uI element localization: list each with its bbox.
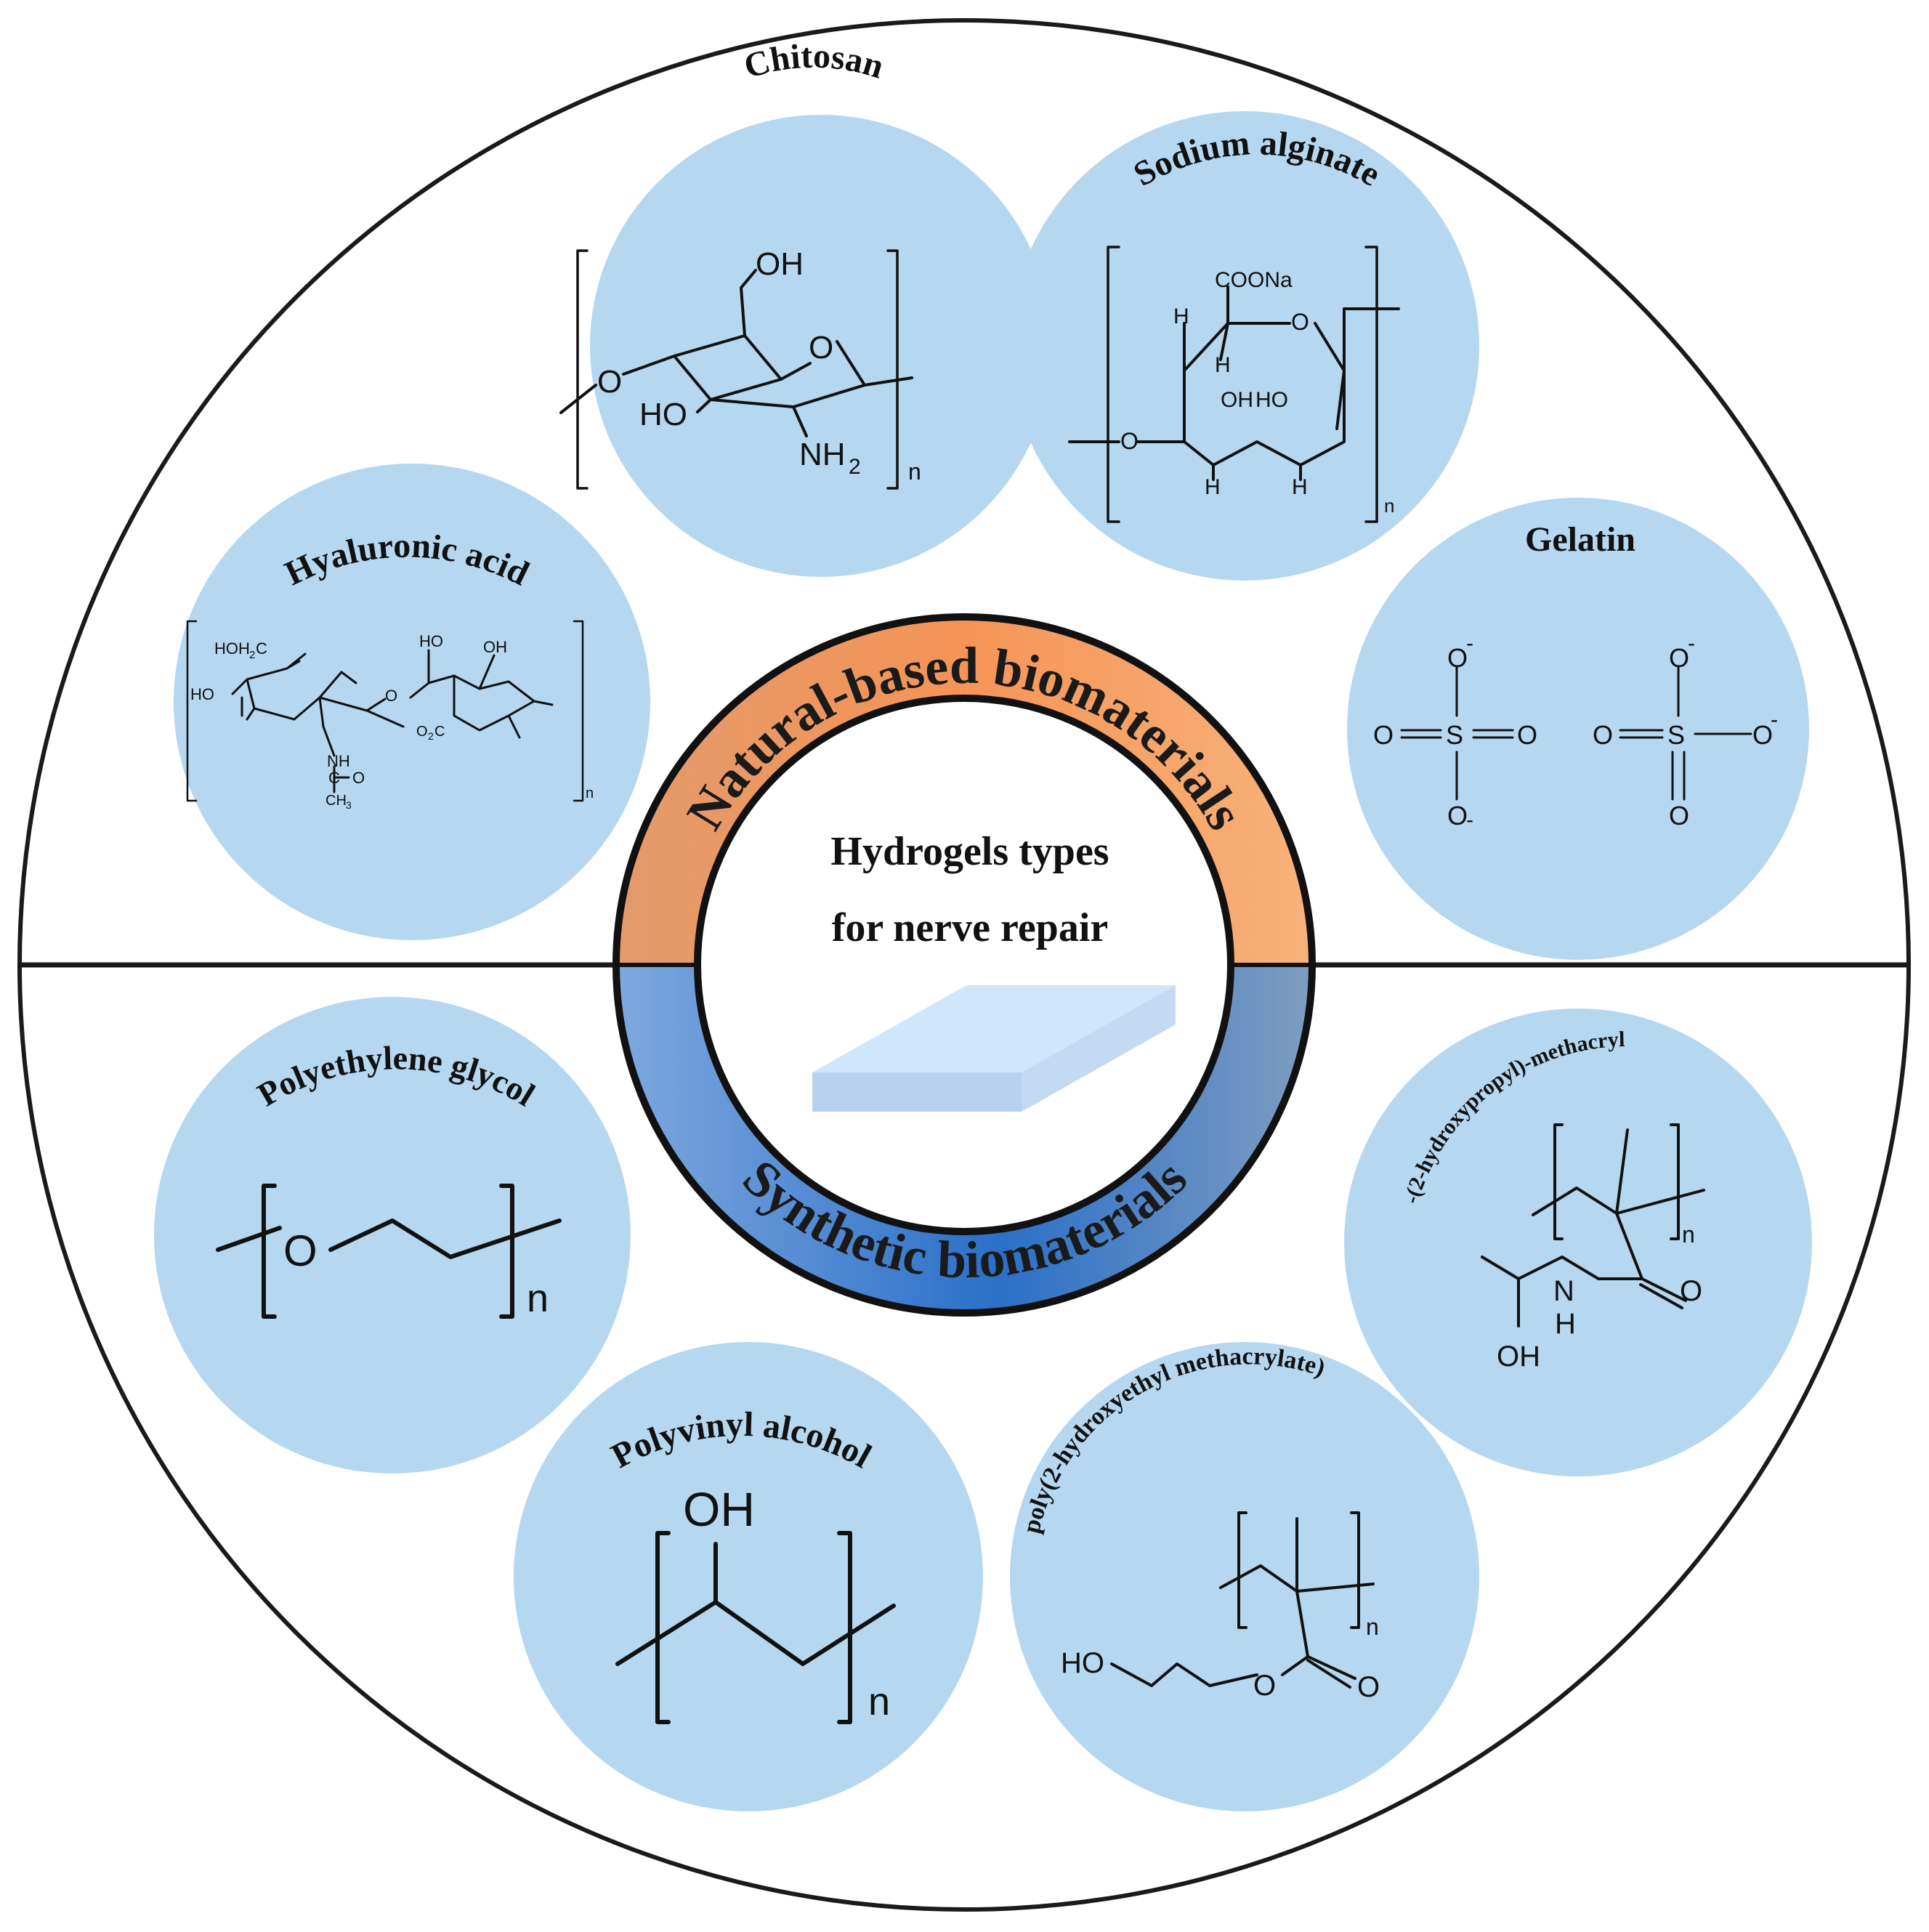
svg-text:H: H: [1555, 1308, 1576, 1340]
svg-text:OH: OH: [756, 246, 804, 282]
pva-structure: OH n: [615, 1482, 896, 1724]
peg-circle: [154, 997, 631, 1474]
hyaluronic-acid-structure: HOH 2 C HO HO OH O NH C O CH 3 O 2 C n: [186, 620, 594, 811]
chitosan-title: Chitosan: [740, 37, 888, 86]
svg-text:O: O: [809, 330, 833, 365]
svg-text:O: O: [1447, 643, 1468, 673]
svg-text:HOH: HOH: [214, 639, 250, 658]
svg-text:-: -: [1771, 708, 1778, 732]
phpma-structure: N H O OH n: [1481, 1123, 1705, 1373]
svg-text:HO: HO: [1255, 388, 1288, 412]
svg-text:O: O: [1752, 720, 1773, 750]
gelatin-structure: O S O O - O - O S O - O - O: [1373, 631, 1778, 832]
svg-text:O: O: [1291, 309, 1309, 335]
svg-text:-: -: [1466, 808, 1473, 832]
svg-text:CH: CH: [325, 793, 347, 809]
center-disc: [694, 695, 1234, 1235]
gelatin-circle: [1347, 498, 1809, 960]
hyaluronic-acid-circle: [174, 464, 650, 940]
svg-text:S: S: [1446, 720, 1463, 750]
svg-text:3: 3: [346, 799, 352, 811]
chitosan-circle: [590, 115, 1052, 577]
svg-text:n: n: [1366, 1614, 1379, 1640]
svg-text:n: n: [868, 1680, 890, 1723]
svg-text:O: O: [1120, 428, 1139, 454]
phema-structure: HO O O n: [1061, 1511, 1380, 1703]
center-title-line2: for nerve repair: [832, 905, 1108, 950]
svg-text:HO: HO: [1061, 1647, 1104, 1679]
svg-text:n: n: [527, 1277, 549, 1320]
svg-text:OH: OH: [683, 1482, 755, 1536]
svg-text:H: H: [1292, 475, 1308, 499]
svg-text:2: 2: [849, 455, 861, 479]
svg-text:NH: NH: [799, 437, 846, 472]
pva-circle: [514, 1342, 983, 1811]
svg-text:S: S: [1667, 720, 1685, 750]
phema-circle: [1010, 1342, 1479, 1811]
sodium-alginate-circle: [1010, 111, 1479, 581]
svg-text:O: O: [1373, 720, 1394, 750]
svg-text:N: N: [1553, 1275, 1574, 1307]
peg-structure: O n: [216, 1184, 562, 1320]
svg-text:OH: OH: [1497, 1341, 1540, 1373]
svg-text:C: C: [434, 724, 445, 740]
svg-text:OH: OH: [1221, 388, 1253, 412]
ring-bottom-band: [616, 965, 1312, 1313]
outer-circle: [17, 18, 1911, 1912]
svg-text:O: O: [283, 1226, 318, 1275]
svg-text:O: O: [416, 724, 428, 740]
svg-text:OH: OH: [483, 638, 507, 656]
svg-text:H: H: [1205, 475, 1221, 499]
ring-top-band: [616, 617, 1312, 965]
center-ring: [612, 613, 1316, 1317]
svg-text:O: O: [1669, 801, 1689, 830]
svg-text:n: n: [908, 458, 921, 485]
center-title-line1: Hydrogels types: [830, 829, 1109, 874]
svg-text:O: O: [385, 687, 397, 705]
svg-text:NH: NH: [327, 752, 350, 770]
svg-text:n: n: [1384, 495, 1394, 517]
svg-text:HO: HO: [639, 397, 687, 432]
svg-text:2: 2: [428, 730, 434, 742]
phpma-circle: [1344, 1009, 1812, 1476]
material-circles: [154, 111, 1812, 1811]
svg-text:C: C: [328, 769, 340, 787]
svg-text:n: n: [586, 785, 594, 801]
svg-text:HO: HO: [190, 685, 214, 703]
svg-text:H: H: [1215, 353, 1231, 377]
svg-text:O: O: [1593, 720, 1613, 750]
svg-text:O: O: [1357, 1671, 1380, 1703]
svg-text:O: O: [1253, 1670, 1276, 1702]
svg-text:H: H: [1173, 304, 1189, 328]
svg-text:O: O: [1447, 801, 1468, 830]
svg-text:O: O: [352, 769, 365, 787]
svg-text:2: 2: [249, 649, 255, 661]
svg-text:n: n: [1682, 1221, 1695, 1248]
hydrogel-slab-icon: [812, 985, 1176, 1112]
sodium-alginate-structure: COONa O O OH HO H H H H n: [1068, 246, 1400, 523]
svg-text:C: C: [256, 639, 267, 658]
svg-text:O: O: [597, 364, 622, 400]
svg-text:COONa: COONa: [1215, 268, 1293, 292]
svg-text:-: -: [1466, 631, 1473, 655]
svg-text:O: O: [1680, 1275, 1702, 1307]
svg-text:O: O: [1669, 643, 1689, 673]
gelatin-title: Gelatin: [1525, 520, 1635, 559]
svg-text:-: -: [1688, 631, 1695, 655]
svg-text:O: O: [1517, 720, 1537, 750]
chitosan-structure: OH O O HO NH 2 n: [559, 246, 921, 490]
svg-text:HO: HO: [419, 632, 443, 650]
